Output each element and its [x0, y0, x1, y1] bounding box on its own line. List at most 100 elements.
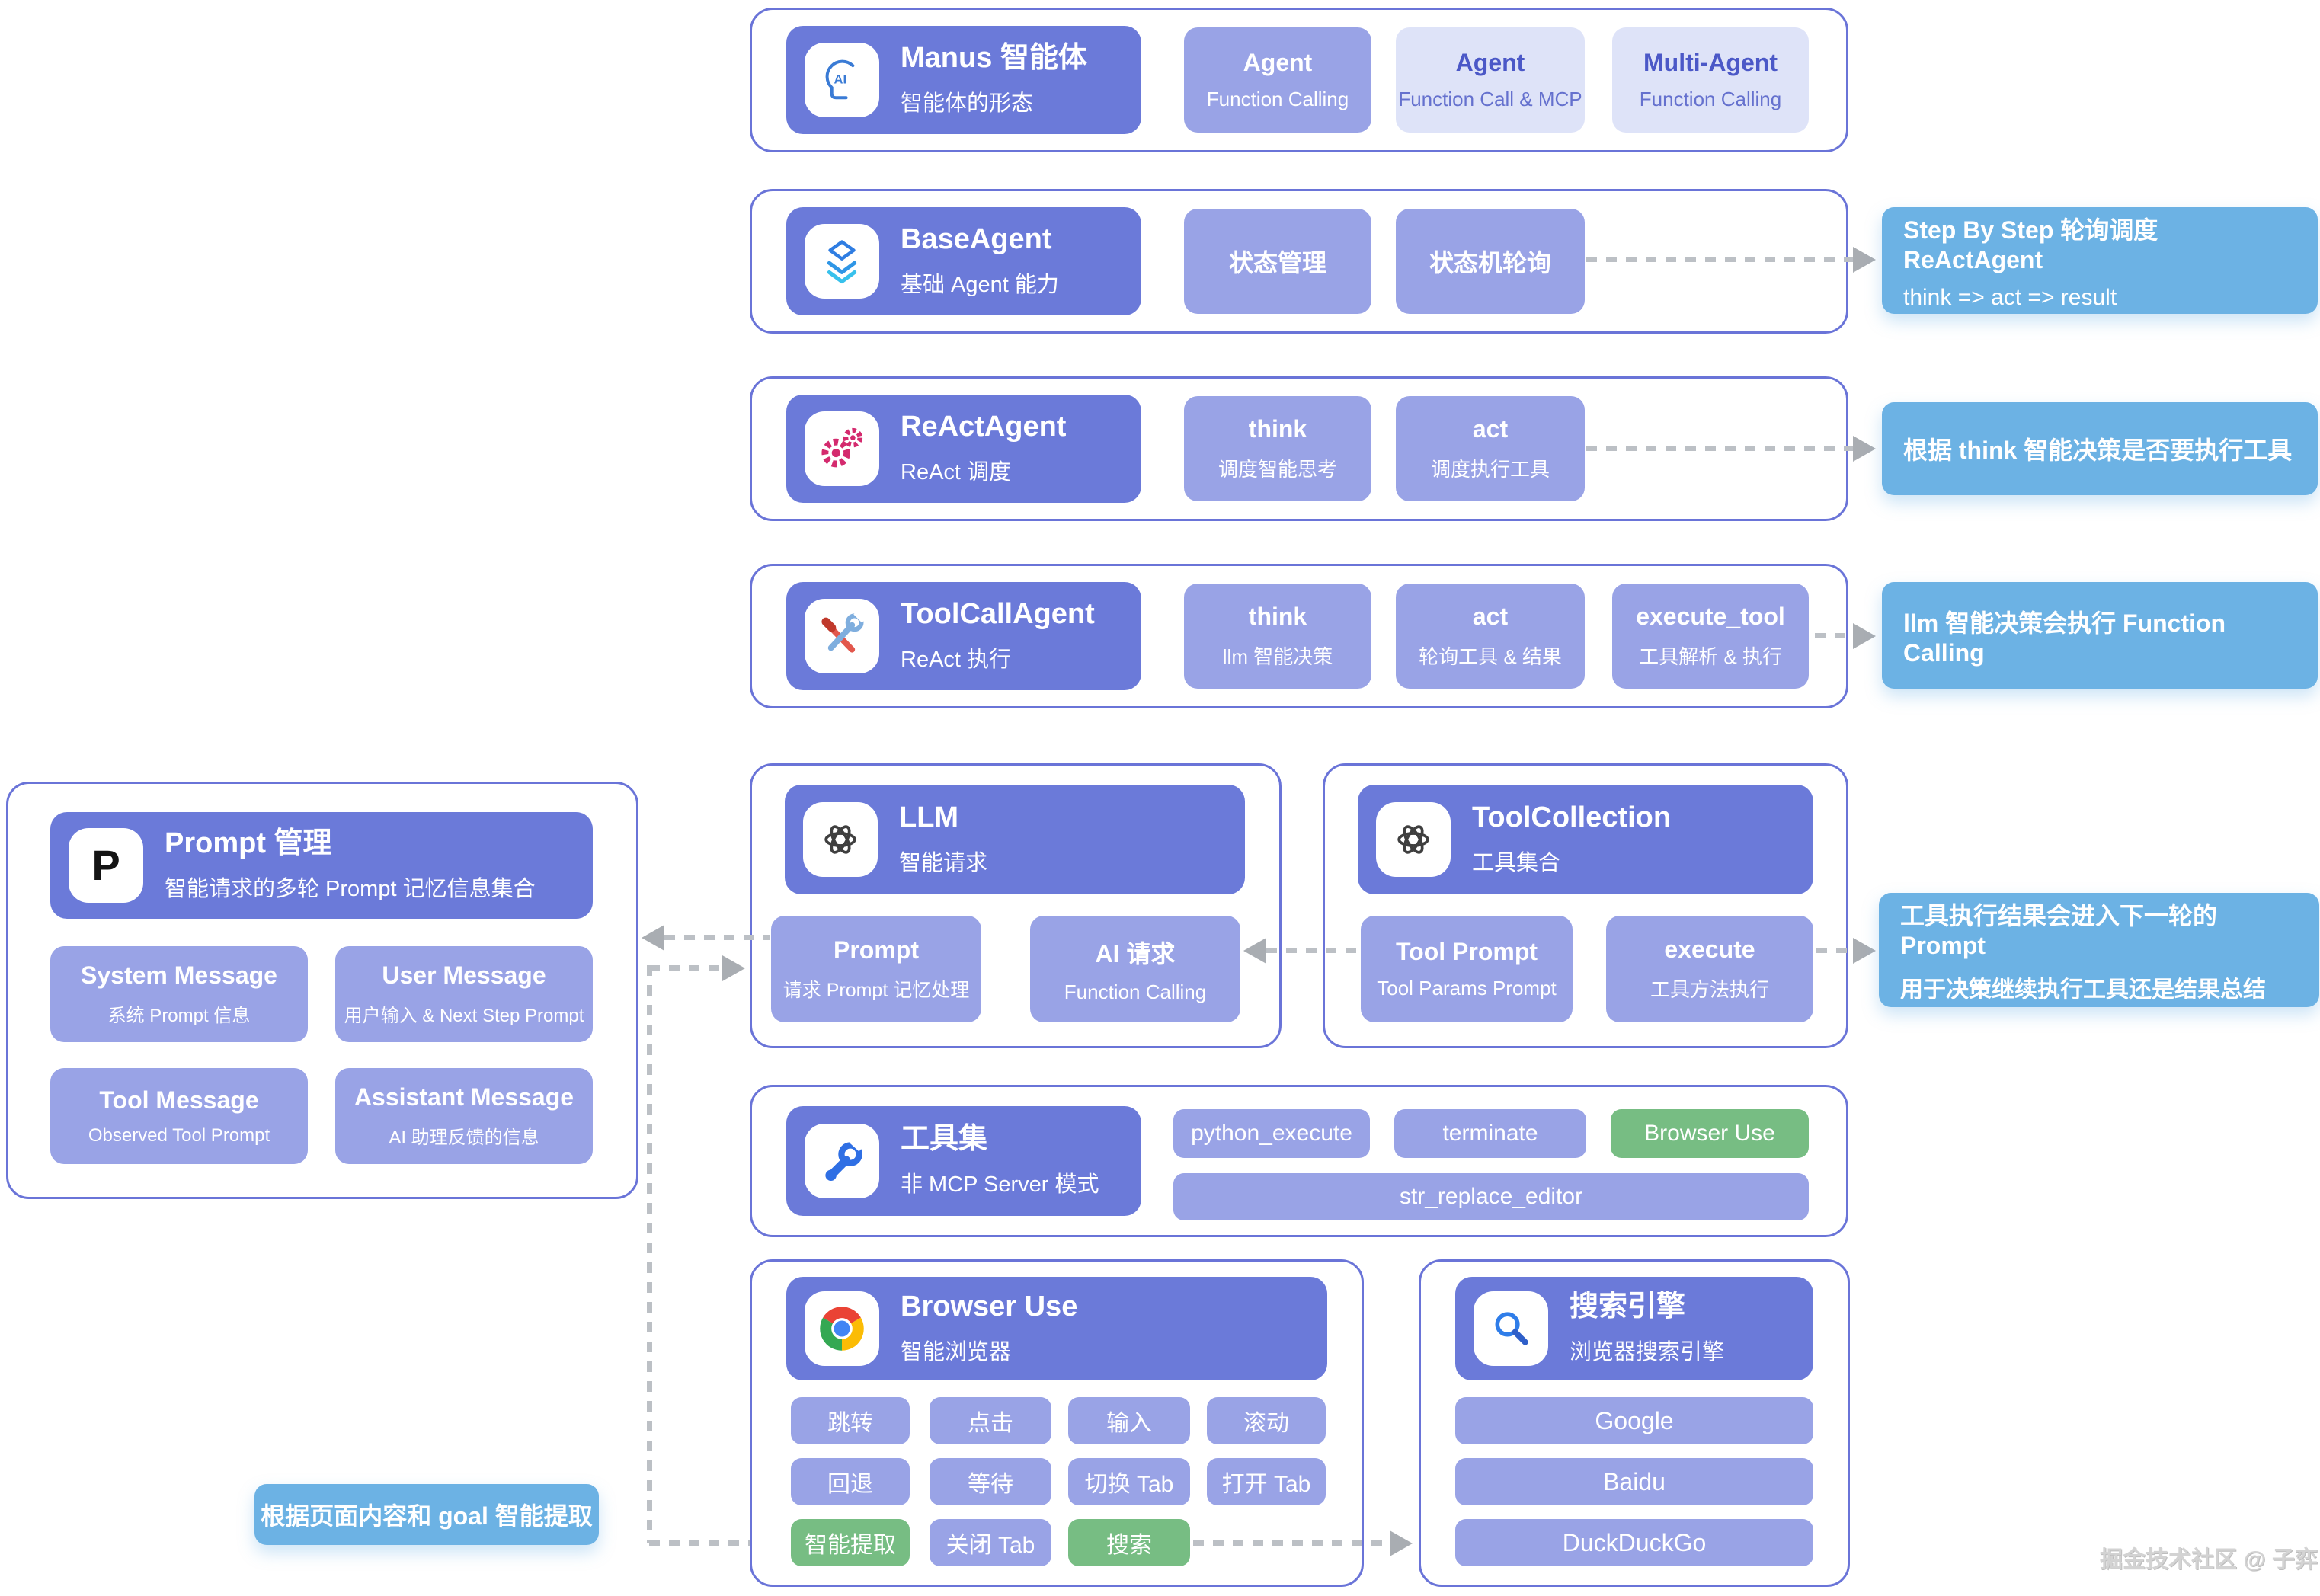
chip-title: Assistant Message [354, 1083, 574, 1111]
chip-llm-prompt: Prompt 请求 Prompt 记忆处理 [771, 916, 981, 1022]
chip-back: 回退 [791, 1458, 910, 1505]
gears-icon [805, 411, 879, 486]
toolset-sub: 非 MCP Server 模式 [901, 1172, 1099, 1197]
chip-react-act: act 调度执行工具 [1396, 396, 1585, 501]
chip-title: Tool Prompt [1395, 938, 1538, 965]
credit-text: 掘金技术社区 @ 子弈 [2100, 1547, 2318, 1572]
prompt-manage-title: Prompt 管理 [165, 827, 332, 860]
chip-browser-use: Browser Use [1611, 1109, 1809, 1158]
chip-user-message: User Message 用户输入 & Next Step Prompt [335, 946, 593, 1042]
tool-collection-header: ToolCollection 工具集合 [1358, 785, 1813, 894]
chip-sub: 请求 Prompt 记忆处理 [782, 979, 970, 1001]
chip-sub: Tool Params Prompt [1377, 977, 1557, 999]
chip-terminate: terminate [1394, 1109, 1586, 1158]
chip-assistant-message: Assistant Message AI 助理反馈的信息 [335, 1068, 593, 1164]
note-line1: 根据页面内容和 goal 智能提取 [261, 1502, 593, 1530]
base-agent-title: BaseAgent [901, 223, 1052, 256]
chip-title: AI 请求 [1095, 939, 1176, 968]
magnifier-icon [1474, 1291, 1548, 1366]
note-line1: 根据 think 智能决策是否要执行工具 [1903, 437, 2293, 464]
toolset-title: 工具集 [901, 1123, 988, 1156]
chip-str-replace-editor: str_replace_editor [1173, 1173, 1809, 1220]
note-step-by-step: Step By Step 轮询调度 ReActAgent think => ac… [1882, 207, 2318, 314]
chip-title: 状态管理 [1228, 249, 1326, 277]
layers-icon [805, 224, 879, 299]
chip-sub: llm 智能决策 [1222, 645, 1333, 668]
toolcall-agent-header: ToolCallAgent ReAct 执行 [786, 582, 1141, 690]
chip-sub: Function Calling [1639, 88, 1782, 110]
chip-title: 状态机轮询 [1429, 249, 1551, 277]
chip-react-think: think 调度智能思考 [1184, 396, 1371, 501]
connector-llm-to-promptmanage [664, 935, 770, 940]
chip-title: act [1472, 415, 1509, 443]
base-agent-header: BaseAgent 基础 Agent 能力 [786, 207, 1141, 315]
chip-title: Tool Message [99, 1086, 259, 1114]
note-line1: llm 智能决策会执行 Function Calling [1903, 609, 2226, 667]
toolcall-agent-title: ToolCallAgent [901, 598, 1095, 631]
chip-sub: Function Calling [1206, 88, 1349, 110]
react-agent-title: ReActAgent [901, 411, 1067, 443]
search-engine-sub: 浏览器搜索引擎 [1570, 1339, 1725, 1364]
chip-title: execute_tool [1636, 603, 1785, 630]
llm-sub: 智能请求 [899, 850, 988, 875]
chip-toolcall-think: think llm 智能决策 [1184, 584, 1371, 689]
manus-sub: 智能体的形态 [901, 91, 1034, 116]
search-engine-header: 搜索引擎 浏览器搜索引擎 [1455, 1277, 1813, 1380]
chip-toolcall-act: act 轮询工具 & 结果 [1396, 584, 1585, 689]
note-tool-result: 工具执行结果会进入下一轮的 Prompt 用于决策继续执行工具还是结果总结 [1879, 893, 2319, 1007]
connector-toolprompt-to-airequest [1266, 948, 1361, 953]
chip-sub: 工具解析 & 执行 [1639, 645, 1782, 668]
arrowhead-llm [722, 955, 745, 981]
chip-title: think [1248, 603, 1307, 630]
svg-text:AI: AI [834, 72, 846, 86]
connector-execute-to-note [1816, 948, 1853, 953]
chip-system-message: System Message 系统 Prompt 信息 [50, 946, 308, 1042]
manus-title: Manus 智能体 [901, 42, 1087, 75]
browser-use-sub: 智能浏览器 [901, 1339, 1012, 1364]
chip-multi-agent: Multi-Agent Function Calling [1612, 27, 1809, 133]
chip-baidu: Baidu [1455, 1458, 1813, 1505]
chip-goto: 跳转 [791, 1397, 910, 1444]
chip-title: Prompt [834, 936, 919, 964]
chip-switch-tab: 切换 Tab [1068, 1458, 1190, 1505]
arrowhead-react-note [1853, 436, 1876, 462]
openai-icon [1376, 802, 1451, 877]
arrowhead-execute-note [1853, 938, 1876, 964]
note-line2: think => act => result [1903, 284, 2117, 310]
openai-icon [803, 802, 878, 877]
chip-tool-message: Tool Message Observed Tool Prompt [50, 1068, 308, 1164]
note-line1: 工具执行结果会进入下一轮的 Prompt [1900, 901, 2218, 959]
arrowhead-airequest [1243, 938, 1266, 964]
chip-sub: 工具方法执行 [1650, 978, 1769, 1001]
chip-execute: execute 工具方法执行 [1606, 916, 1813, 1022]
chip-tool-prompt: Tool Prompt Tool Params Prompt [1361, 916, 1573, 1022]
chip-ai-request: AI 请求 Function Calling [1030, 916, 1240, 1022]
chrome-icon [805, 1291, 879, 1366]
browser-use-header: Browser Use 智能浏览器 [786, 1277, 1327, 1380]
tool-collection-title: ToolCollection [1472, 801, 1672, 834]
connector-feedback-top [649, 965, 722, 971]
arrowhead-base-note [1853, 247, 1876, 273]
toolcall-agent-sub: ReAct 执行 [901, 647, 1012, 672]
chip-title: execute [1664, 936, 1755, 963]
react-agent-sub: ReAct 调度 [901, 459, 1012, 485]
chip-sub: 系统 Prompt 信息 [107, 1006, 251, 1026]
note-extract: 根据页面内容和 goal 智能提取 [254, 1484, 599, 1545]
wrench-icon [805, 1124, 879, 1198]
chip-wait: 等待 [930, 1458, 1051, 1505]
chip-sub: 轮询工具 & 结果 [1419, 645, 1562, 668]
search-engine-title: 搜索引擎 [1570, 1291, 1686, 1323]
ai-head-icon: AI [805, 43, 879, 117]
connector-react-to-note [1586, 446, 1853, 451]
chip-sub: Function Call & MCP [1398, 88, 1582, 110]
connector-feedback-vertical [647, 965, 652, 1543]
chip-title: Multi-Agent [1643, 49, 1778, 76]
chip-sub: Observed Tool Prompt [88, 1124, 270, 1146]
arrowhead-toolcall-note [1853, 623, 1876, 649]
chip-state-loop: 状态机轮询 [1396, 209, 1585, 314]
react-agent-header: ReActAgent ReAct 调度 [786, 395, 1141, 503]
chip-open-tab: 打开 Tab [1207, 1458, 1326, 1505]
chip-sub: 用户输入 & Next Step Prompt [344, 1006, 584, 1026]
connector-search-to-engine [1193, 1540, 1390, 1546]
chip-agent-fc: Agent Function Calling [1184, 27, 1371, 133]
